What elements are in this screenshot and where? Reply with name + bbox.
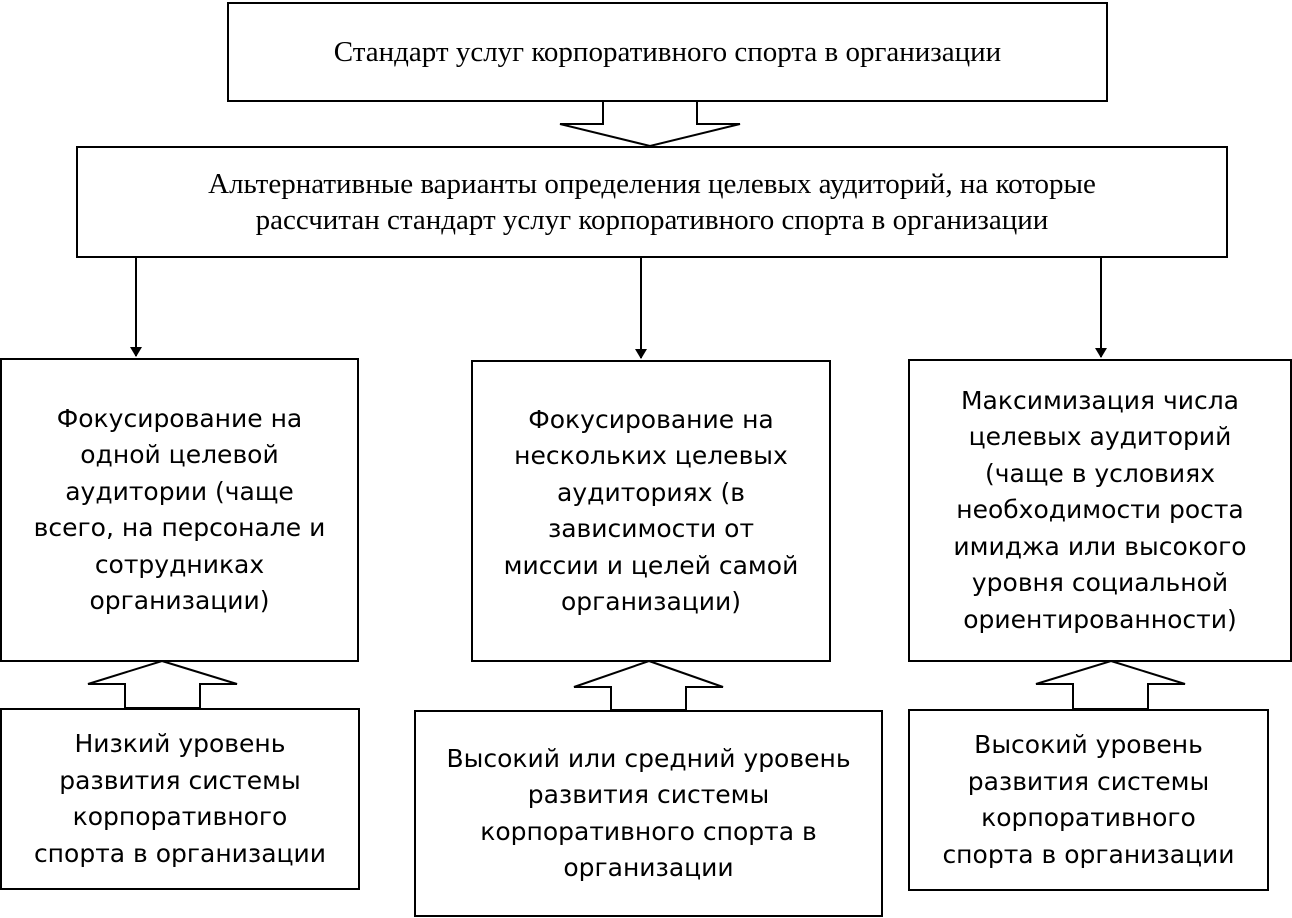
condition-high-level-label: Высокий уровень развития системы корпора… xyxy=(942,730,1235,869)
condition-high-or-medium-level-box: Высокий или средний уровень развития сис… xyxy=(414,710,883,917)
block-arrow-up-1 xyxy=(87,659,238,709)
alternatives-box: Альтернативные варианты определения целе… xyxy=(76,146,1228,258)
option-several-audiences-label: Фокусирование на нескольких целевых ауди… xyxy=(503,404,799,617)
condition-high-level-box: Высокий уровень развития системы корпора… xyxy=(908,709,1269,891)
option-max-audiences-label: Максимизация числа целевых аудиторий (ча… xyxy=(953,385,1247,634)
condition-low-level-box: Низкий уровень развития системы корпорат… xyxy=(0,708,360,890)
condition-low-level-label: Низкий уровень развития системы корпорат… xyxy=(33,729,327,868)
block-arrow-up-3 xyxy=(1035,659,1186,710)
option-single-audience-label: Фокусирование на одной целевой аудитории… xyxy=(33,403,326,616)
block-arrow-up-2 xyxy=(573,659,724,711)
alternatives-label: Альтернативные варианты определения целе… xyxy=(208,168,1096,236)
option-several-audiences-box: Фокусирование на нескольких целевых ауди… xyxy=(471,360,831,662)
standard-box: Стандарт услуг корпоративного спорта в о… xyxy=(227,2,1108,102)
condition-high-or-medium-level-label: Высокий или средний уровень развития сис… xyxy=(446,743,851,883)
standard-label: Стандарт услуг корпоративного спорта в о… xyxy=(333,36,1002,68)
option-single-audience-box: Фокусирование на одной целевой аудитории… xyxy=(0,358,359,662)
option-max-audiences-box: Максимизация числа целевых аудиторий (ча… xyxy=(908,359,1292,662)
block-arrow-down xyxy=(559,100,741,148)
